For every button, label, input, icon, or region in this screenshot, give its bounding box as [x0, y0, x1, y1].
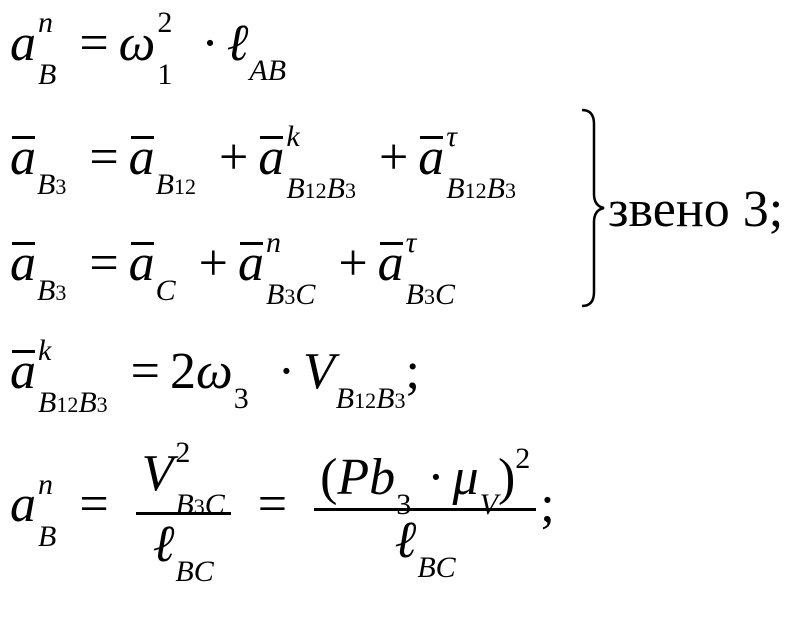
multiply-dot: ·: [277, 343, 296, 400]
equals-sign: =: [79, 476, 109, 534]
fraction-2: (Pb3·μV)2 ℓBC: [314, 444, 537, 583]
accel-a: a: [10, 15, 36, 72]
vector-term-1: a: [128, 129, 155, 186]
equals-sign: =: [89, 235, 119, 292]
velocity-symbol: V: [303, 343, 335, 400]
vector-term-2: a: [238, 235, 264, 292]
accel-a: a: [10, 476, 36, 534]
semicolon: ;: [540, 476, 555, 534]
length-subscript: AB: [249, 54, 287, 87]
plus-sign: +: [378, 129, 409, 186]
equals-sign: =: [257, 476, 288, 534]
length-symbol: ℓ: [226, 15, 249, 72]
vector-term-2: a: [258, 129, 285, 186]
fraction-bar: [314, 508, 537, 512]
vector-term-3: a: [418, 129, 445, 186]
equals-sign: =: [79, 15, 109, 72]
vector-a: a: [10, 129, 36, 186]
vector-coriolis: a: [10, 343, 36, 400]
fraction-bar: [135, 512, 231, 516]
vector-term-3: a: [377, 235, 404, 292]
semicolon: ;: [405, 343, 420, 400]
multiply-dot: ·: [201, 15, 219, 72]
equals-sign: =: [130, 343, 160, 400]
vector-term-1: a: [128, 235, 155, 292]
omega-symbol: ω: [118, 15, 156, 72]
equals-sign: =: [89, 129, 119, 186]
plus-sign: +: [218, 129, 249, 186]
right-brace-icon: [581, 108, 605, 308]
plus-sign: +: [338, 235, 368, 292]
coefficient: 2: [169, 343, 196, 400]
omega-symbol: ω: [195, 343, 233, 400]
link-label: звено 3;: [608, 181, 784, 238]
vector-a: a: [10, 235, 36, 292]
plus-sign: +: [198, 235, 228, 292]
